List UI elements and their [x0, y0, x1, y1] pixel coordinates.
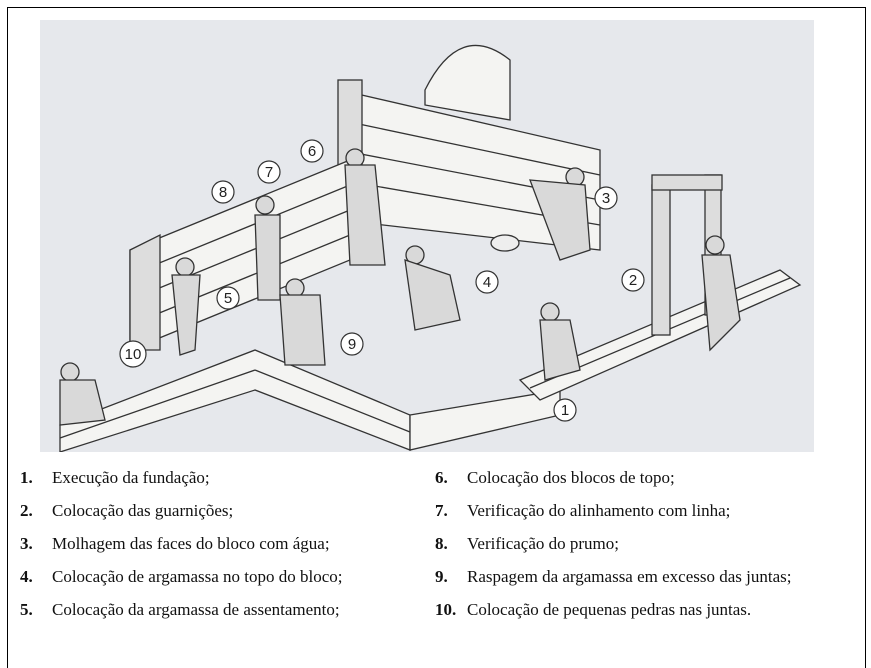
legend-text: Colocação dos blocos de topo;	[467, 468, 675, 487]
marker-3-label: 3	[602, 190, 610, 207]
legend-number: 4.	[20, 567, 33, 586]
legend-text: Verificação do alinhamento com linha;	[467, 501, 731, 520]
marker-9-label: 9	[348, 336, 356, 353]
marker-8: 8	[211, 180, 235, 204]
legend-number: 9.	[435, 567, 448, 586]
marker-10-label: 10	[125, 346, 142, 363]
legend-text: Raspagem da argamassa em excesso das jun…	[467, 567, 792, 586]
worker-2	[701, 235, 741, 352]
legend-number: 3.	[20, 534, 33, 553]
legend-number: 8.	[435, 534, 448, 553]
marker-4-label: 4	[483, 274, 491, 291]
marker-6-label: 6	[308, 143, 316, 160]
legend-number: 10.	[435, 600, 457, 619]
marker-3: 3	[594, 186, 618, 210]
legend-text: Colocação de pequenas pedras nas juntas.	[467, 600, 752, 619]
worker-3	[529, 167, 591, 261]
marker-1-label: 1	[561, 402, 569, 419]
marker-9: 9	[340, 332, 364, 356]
front-wall	[59, 349, 561, 452]
legend-number: 1.	[20, 468, 33, 487]
marker-2: 2	[621, 268, 645, 292]
legend-number: 7.	[435, 501, 448, 520]
legend-number: 6.	[435, 468, 448, 487]
figure-frame	[7, 7, 866, 668]
marker-5-label: 5	[224, 290, 232, 307]
legend-text: Colocação da argamassa de assentamento;	[52, 600, 340, 619]
masonry-construction-illustration: 1 2 3 4 5 6 7 8 9 10	[40, 20, 814, 452]
worker-1	[539, 302, 581, 381]
marker-1: 1	[553, 398, 577, 422]
marker-8-label: 8	[219, 184, 227, 201]
marker-7-label: 7	[265, 164, 273, 181]
worker-5	[171, 257, 201, 356]
legend-text: Verificação do prumo;	[467, 534, 619, 553]
legend-text: Execução da fundação;	[52, 468, 210, 487]
marker-4: 4	[475, 270, 499, 294]
marker-6: 6	[300, 139, 324, 163]
worker-8	[279, 278, 326, 366]
marker-2-label: 2	[629, 272, 637, 289]
worker-4	[404, 245, 461, 331]
legend-text: Molhagem das faces do bloco com água;	[52, 534, 330, 553]
legend-text: Colocação das guarnições;	[52, 501, 234, 520]
legend-number: 5.	[20, 600, 33, 619]
marker-10: 10	[119, 340, 147, 368]
water-bucket	[490, 234, 520, 252]
worker-6	[344, 148, 386, 266]
marker-7: 7	[257, 160, 281, 184]
worker-10	[59, 362, 106, 426]
marker-5: 5	[216, 286, 240, 310]
workers	[59, 148, 741, 426]
legend-number: 2.	[20, 501, 33, 520]
legend-text: Colocação de argamassa no topo do bloco;	[52, 567, 343, 586]
